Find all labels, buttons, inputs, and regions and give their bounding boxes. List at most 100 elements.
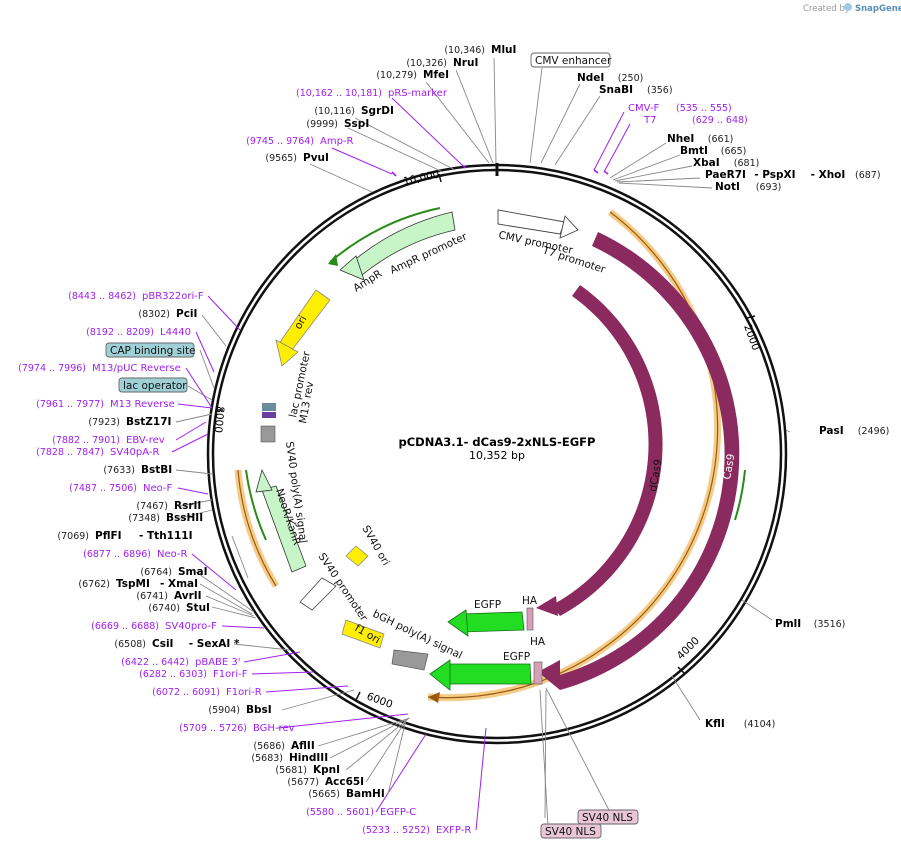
sv40nls-box-1[interactable]: SV40 NLS [577,809,639,825]
egfp-outer-feature[interactable] [445,663,532,685]
enzyme-name-neo-f: Neo-F [143,483,173,494]
enzyme-pos-7: (9565) [265,153,297,164]
ori-label: ori [292,314,309,332]
enzyme-pos-left-24: (5709 .. 5726) [179,723,247,734]
enzyme-name2-left-19: - SexAI * [189,638,240,650]
enzyme-pos-side-1: (3516) [814,619,846,630]
enzyme-labels-top-right: NdeI(250)SnaBI(356)CMV-F(535 .. 555)T7(6… [577,72,881,193]
cas9-label: Cas9 [721,453,737,481]
bgh-polya-feature[interactable] [391,649,429,671]
enzyme-pos-tr-6: (681) [734,158,760,169]
primer-ticks [391,164,609,177]
enzyme-pos-left-20: (6422 .. 6442) [121,657,189,668]
enzyme-pos-tr-5: (665) [721,146,747,157]
enzyme-name-bstbi: BstBI [141,464,172,476]
enzyme-pos-tr-2: (535 .. 555) [676,103,732,114]
enzyme-pos-left-2: (8192 .. 8209) [86,327,154,338]
enzyme-name-bsshii: BssHII [166,512,203,524]
primer-leaders-left [171,295,487,831]
enzyme-name-f1ori-f: F1ori-F [213,669,248,680]
enzyme-pos-left-28: (5677) [287,777,319,788]
enzyme-name-egfp-c: EGFP-C [380,807,416,818]
enzyme-name-f1ori-r: F1ori-R [226,687,262,698]
enzyme-name-pasi: PasI [819,425,844,437]
neor-arrowhead [255,468,273,493]
enzyme-pos-left-1: (8302) [138,309,170,320]
enzyme-name-acc65i: Acc65I [325,776,364,788]
cas9-region-arrowhead [428,692,440,703]
enzyme-name-sv40pro-f: SV40pro-F [165,621,217,632]
enzyme-pos-tr-4: (661) [708,134,734,145]
enzyme-pos-left-16: (6741) [136,591,168,602]
ha-inner-label: HA [522,595,538,607]
cmv-enhancer-text: CMV enhancer [535,55,612,67]
enzyme-pos-left-14: (6764) [140,567,172,578]
enzyme-pos-tr-7: (687) [855,170,881,181]
enzyme-labels-top-left: (10,346)MluI(10,326)NruI(10,279)MfeI(10,… [246,44,516,164]
egfp-outer-label: EGFP [503,651,530,663]
enzyme-name-mlui: MluI [491,44,516,56]
enzyme-pos-tr-1: (356) [647,85,673,96]
enzyme-pos-left-13: (6877 .. 6896) [83,549,151,560]
cap-site-text: CAP binding site [110,345,196,357]
cas9-feature[interactable] [556,232,740,690]
enzyme-pos-tr-3: (629 .. 648) [692,115,748,126]
enzyme-pos-left-26: (5683) [251,753,283,764]
lac-operator-box[interactable]: lac operator [118,377,188,393]
sv40-ori-feature[interactable] [345,545,369,567]
enzyme-pos-left-21: (6282 .. 6303) [139,669,207,680]
enzyme-pos-left-18: (6669 .. 6688) [91,621,159,632]
enzyme-name-kfli: KflI [705,718,725,730]
sv40nls-box-2[interactable]: SV40 NLS [540,823,602,839]
dcas9-feature[interactable] [552,285,663,616]
leader-lines-bottom [317,687,612,827]
tick-label-8000: 8000 [212,406,226,434]
enzyme-name-cmv-f: CMV-F [628,103,659,114]
plasmid-title: pCDNA3.1- dCas9-2xNLS-EGFP [399,435,596,449]
enzyme-pos-5: (9999) [306,119,338,130]
enzyme-name-noti: NotI [715,181,740,193]
neor-feature[interactable] [261,485,307,573]
ori-arrowhead [275,339,299,367]
enzyme-pos-left-25: (5686) [253,741,285,752]
ha-outer-label: HA [530,636,546,648]
enzyme-pos-left-9: (7487 .. 7506) [69,483,137,494]
enzyme-name-smai: SmaI [178,566,208,578]
enzyme-name-bbsi: BbsI [246,704,272,716]
enzyme-name-csii: CsiI [152,638,173,650]
cas9-region-arc [427,211,719,699]
enzyme-pos-left-23: (5904) [208,705,240,716]
enzyme-name-xhoi: - XhoI [811,169,846,181]
enzyme-pos-left-15: (6762) [78,579,110,590]
enzyme-name-pbr322ori-f: pBR322ori-F [142,291,204,302]
enzyme-name-pbabe-3-: pBABE 3' [195,657,241,668]
enzyme-name-bmti: BmtI [680,145,708,157]
dcas9-label: dCas9 [647,458,664,492]
enzyme-pos-side-2: (4104) [744,719,776,730]
cas9-arrowhead [538,660,560,690]
enzyme-name-neo-r: Neo-R [157,549,188,560]
f1-ori-feature[interactable] [341,619,385,649]
enzyme-name-rsrii: RsrII [174,500,201,512]
cmv-enhancer-box[interactable]: CMV enhancer [530,52,612,68]
enzyme-pos-left-17: (6740) [148,603,180,614]
tick-label-4000: 4000 [675,635,702,662]
enzyme-pos-2: (10,279) [376,70,417,81]
enzyme-pos-left-3: (7974 .. 7996) [18,363,86,374]
enzyme-pos-1: (10,326) [406,58,447,69]
enzyme-pos-6: (9745 .. 9764) [246,136,314,147]
lac-operator-marker [262,403,276,411]
cmv-promoter-feature[interactable] [497,209,566,235]
lac-operator-text: lac operator [123,380,187,392]
tick-marks [216,173,756,701]
enzyme-name-exfp-r: EXFP-R [436,825,471,836]
m13-rev-marker [262,412,276,418]
enzyme-pos-left-12: (7069) [57,531,89,542]
neo-region-arc [237,469,277,587]
enzyme-pos-left-0: (8443 .. 8462) [68,291,136,302]
cap-site-box[interactable]: CAP binding site [105,342,196,358]
egfp-inner-feature[interactable] [459,611,525,633]
sv40-promoter-feature[interactable] [299,577,337,611]
